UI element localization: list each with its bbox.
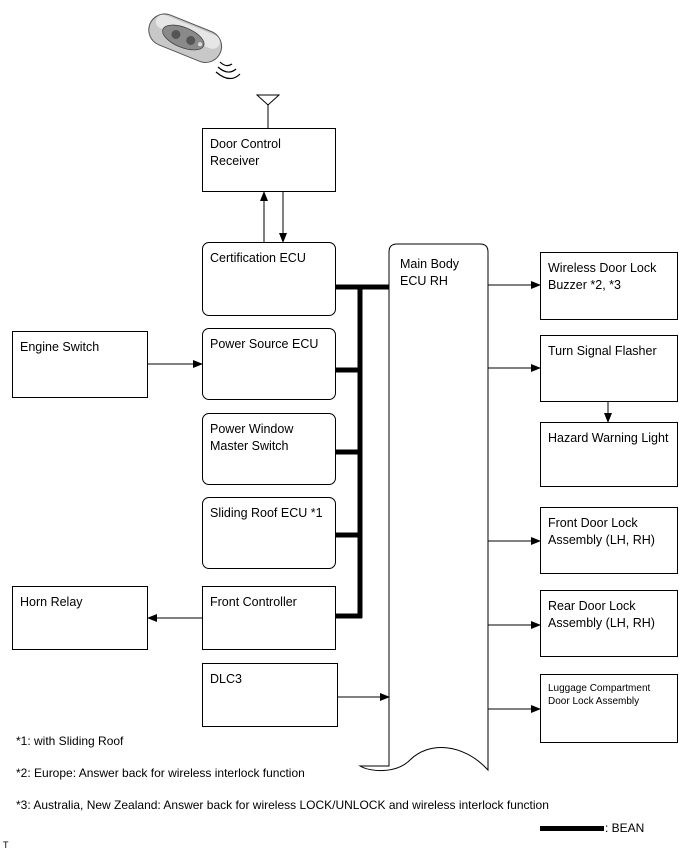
front-controller-label: Front Controller <box>210 595 297 609</box>
rear-door-lock-assembly-label: Rear Door Lock Assembly (LH, RH) <box>548 599 655 630</box>
sliding-roof-ecu-box: Sliding Roof ECU *1 <box>202 497 336 569</box>
footnote-3: *3: Australia, New Zealand: Answer back … <box>16 798 549 812</box>
door-control-receiver-label: Door Control Receiver <box>210 137 281 168</box>
certification-ecu-box: Certification ECU <box>202 242 336 316</box>
dlc3-label: DLC3 <box>210 672 242 686</box>
luggage-compartment-door-lock-box: Luggage Compartment Door Lock Assembly <box>540 674 678 743</box>
dlc3-box: DLC3 <box>202 663 338 727</box>
wireless-door-lock-buzzer-label: Wireless Door Lock Buzzer *2, *3 <box>548 261 657 292</box>
rear-door-lock-assembly-box: Rear Door Lock Assembly (LH, RH) <box>540 590 678 657</box>
hazard-warning-light-box: Hazard Warning Light <box>540 422 678 487</box>
power-window-master-switch-label: Power Window Master Switch <box>210 422 294 453</box>
bean-legend-line <box>540 826 604 831</box>
footer-mark: T <box>3 840 9 850</box>
engine-switch-label: Engine Switch <box>20 340 100 354</box>
footnote-2: *2: Europe: Answer back for wireless int… <box>16 766 305 780</box>
footnote-1: *1: with Sliding Roof <box>16 734 124 748</box>
bean-legend-label: : BEAN <box>605 821 645 835</box>
antenna-icon <box>256 94 280 106</box>
turn-signal-flasher-box: Turn Signal Flasher <box>540 335 678 402</box>
power-source-ecu-box: Power Source ECU <box>202 328 336 400</box>
horn-relay-box: Horn Relay <box>12 586 148 650</box>
door-control-receiver-box: Door Control Receiver <box>202 128 336 192</box>
power-window-master-switch-box: Power Window Master Switch <box>202 413 336 485</box>
main-body-ecu-label: Main Body ECU RH <box>400 257 460 288</box>
hazard-warning-light-label: Hazard Warning Light <box>548 431 669 445</box>
luggage-compartment-door-lock-label: Luggage Compartment Door Lock Assembly <box>548 683 651 707</box>
sliding-roof-ecu-label: Sliding Roof ECU *1 <box>210 506 323 520</box>
bean-bus <box>336 284 389 619</box>
power-source-ecu-label: Power Source ECU <box>210 337 319 351</box>
wireless-door-lock-buzzer-box: Wireless Door Lock Buzzer *2, *3 <box>540 252 678 320</box>
turn-signal-flasher-label: Turn Signal Flasher <box>548 344 657 358</box>
engine-switch-box: Engine Switch <box>12 331 148 398</box>
main-body-ecu-outline <box>358 243 489 772</box>
certification-ecu-label: Certification ECU <box>210 251 306 265</box>
key-fob-icon <box>148 13 241 80</box>
front-controller-box: Front Controller <box>202 586 336 650</box>
front-door-lock-assembly-label: Front Door Lock Assembly (LH, RH) <box>548 516 655 547</box>
front-door-lock-assembly-box: Front Door Lock Assembly (LH, RH) <box>540 507 678 574</box>
horn-relay-label: Horn Relay <box>20 595 83 609</box>
